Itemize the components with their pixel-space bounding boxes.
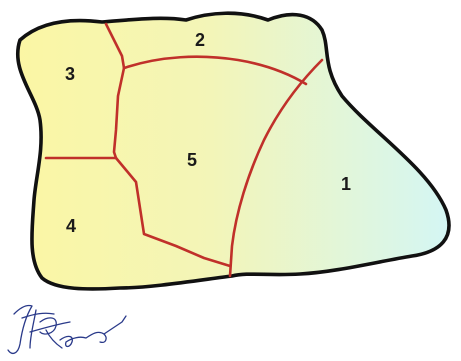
region-label-3: 3 bbox=[65, 64, 75, 84]
handwritten-signature bbox=[8, 305, 126, 353]
region-label-4: 4 bbox=[66, 216, 76, 236]
region-label-2: 2 bbox=[195, 30, 205, 50]
land-outline bbox=[18, 13, 449, 289]
region-label-1: 1 bbox=[341, 174, 351, 194]
region-label-5: 5 bbox=[187, 150, 197, 170]
